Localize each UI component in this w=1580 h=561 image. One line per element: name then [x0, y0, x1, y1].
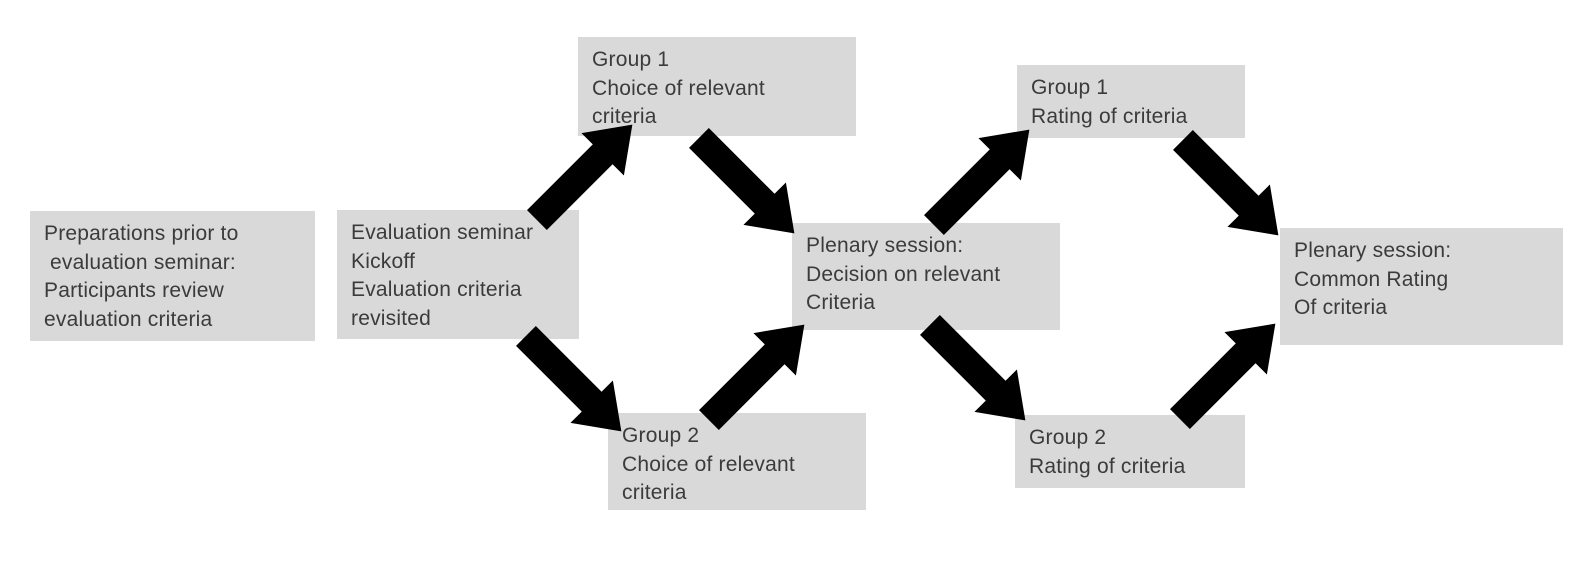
- node-group2-choice-of-criteria: Group 2 Choice of relevant criteria: [608, 413, 866, 510]
- node-evaluation-seminar-kickoff: Evaluation seminar Kickoff Evaluation cr…: [337, 210, 579, 339]
- node-preparations: Preparations prior to evaluation seminar…: [30, 211, 315, 341]
- node-group1-rating-of-criteria: Group 1 Rating of criteria: [1017, 65, 1245, 138]
- node-group2-rating-of-criteria: Group 2 Rating of criteria: [1015, 415, 1245, 488]
- node-group1-choice-of-criteria: Group 1 Choice of relevant criteria: [578, 37, 856, 136]
- node-plenary-decision-on-criteria: Plenary session: Decision on relevant Cr…: [792, 223, 1060, 330]
- node-plenary-common-rating: Plenary session: Common Rating Of criter…: [1280, 228, 1563, 345]
